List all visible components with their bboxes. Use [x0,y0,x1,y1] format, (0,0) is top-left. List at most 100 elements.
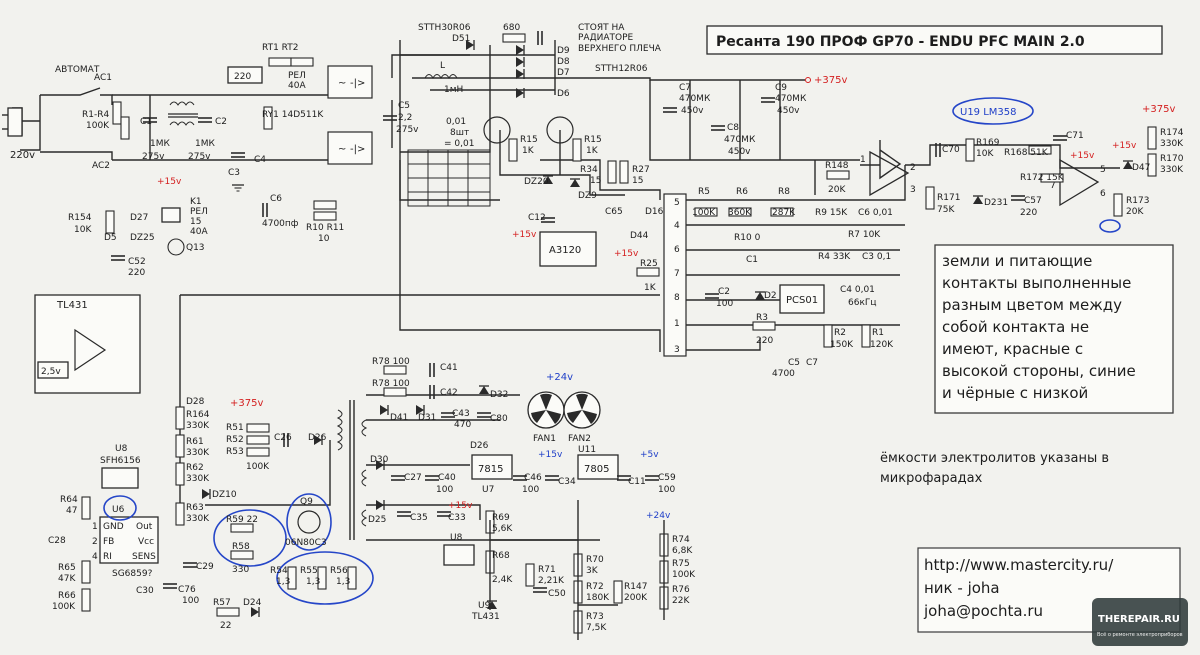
r72-value: 180K [586,593,610,603]
r61-resistor [175,434,185,458]
r34-value: 15 [590,176,601,186]
r66-resistor [81,588,91,612]
c41-label: C41 [440,363,458,373]
r164-value: 330K [186,421,210,431]
pfc-inductor [424,74,458,80]
u19-supply-15: +15v [1070,151,1095,161]
r169-value: 10K [976,149,994,159]
u8-optocoupler [101,467,139,489]
r2-value: 150K [830,340,854,350]
c42-capacitor [429,384,435,400]
c1b-label: C1 [746,255,758,265]
fan-supply: +24v [546,372,573,383]
rt-thermistors-label: RT1 RT2 [262,43,299,53]
c57b-label: C57 [1024,196,1042,206]
u19-highlight [952,97,1034,125]
u6-pin-4: 4 [92,552,98,562]
d27-label: D27 [130,213,148,223]
d231-diode [972,195,984,205]
r56-label: R56 [330,566,348,576]
c43-value: 470 [454,420,471,430]
r171-resistor [925,186,935,210]
r10r11-label: R10 R11 [306,223,344,233]
c29-label: C29 [196,562,214,572]
tl431-box-label: TL431 [56,300,88,311]
schematic-title: Ресанта 190 ПРОФ GP70 - ENDU PFC MAIN 2.… [716,34,1085,50]
u7-output: +15v [538,450,563,460]
u6-pin-sens: SENS [132,552,156,562]
dz10-zener [201,488,211,500]
u9-type: TL431 [471,612,500,622]
c5-voltage: 275v [396,125,419,135]
r55-value: 1,3 [306,577,320,587]
c27-capacitor [390,475,406,481]
pcs-frequency: 66кГц [848,298,877,308]
r15b-resistor [572,138,582,162]
u6-type: SG6859? [112,569,153,579]
c76-capacitor [162,583,178,589]
r680-resistor [502,33,526,43]
ac2-label: AC2 [92,161,110,171]
c4-label: C4 [254,155,266,165]
r15-value: 1K [522,146,535,156]
r71-label: R71 [538,565,556,575]
r62-value: 330K [186,474,210,484]
c35-label: C35 [410,513,428,523]
u19-pin-1: 1 [860,155,866,165]
c41-capacitor [429,362,435,378]
pfc-pin-3: 3 [674,345,680,355]
stth30-label: STTH30R06 [418,23,471,33]
d32-label: D32 [490,390,508,400]
c46-label: C46 [524,473,542,483]
d231-label: D231 [984,198,1008,208]
c8-label: C8 [727,123,739,133]
c35-capacitor [396,511,412,517]
c2b-capacitor [704,293,720,299]
r4-label: R4 33K [818,252,851,262]
u7-label: U7 [482,485,494,495]
r25-supply: +15v [614,249,639,259]
r173-label: R173 [1126,196,1149,206]
c5c7-value: 4700 [772,369,795,379]
r5-value: 100K [692,208,716,218]
c71-capacitor [1052,135,1068,141]
c6c-label: C6 [270,194,282,204]
flyback-transformer [336,400,368,540]
r1-r4-label: R1-R4 [82,110,109,120]
r59-resistor [230,523,254,533]
tl431-reference-value: 2,5v [41,367,61,377]
r78b-resistor [383,387,407,397]
r25-value: 1K [644,283,657,293]
r173-value: 20K [1126,207,1144,217]
r174-label: R174 [1160,128,1184,138]
r58-resistor [230,550,254,560]
r8-label: R8 [778,187,790,197]
r148-resistor [826,170,850,180]
r147-value: 200K [624,593,648,603]
c40-value: 100 [436,485,453,495]
r34-label: R34 [580,165,598,175]
c5-label: C5 [398,101,410,111]
pfc-pin-6: 6 [674,245,680,255]
r171-value: 75K [937,205,955,215]
pfc-mosfet-1 [483,116,511,144]
c52-value: 220 [128,268,145,278]
r1-r4-value: 100K [86,121,110,131]
c34-label: C34 [558,477,576,487]
dz25-label: DZ25 [130,233,155,243]
tl431-internal-opamp [74,328,107,372]
u8b-label: U8 [450,533,463,543]
cap-bank-total: = 0,01 [444,139,474,149]
ac1-label: AC1 [94,73,112,83]
u7-regulator [471,454,513,480]
u11-output: +5v [640,450,659,460]
r15b-label: R15 [584,135,602,145]
c4b-label: C4 0,01 [840,285,875,295]
u19-supply-15b: +15v [1112,141,1137,151]
r147-resistor [613,580,623,604]
c34-capacitor [544,475,560,481]
r27-resistor [619,160,629,184]
bridge-rectifier-1 [327,65,373,99]
u6-pin-1: 1 [92,522,98,532]
k1-supply: +15v [157,177,182,187]
